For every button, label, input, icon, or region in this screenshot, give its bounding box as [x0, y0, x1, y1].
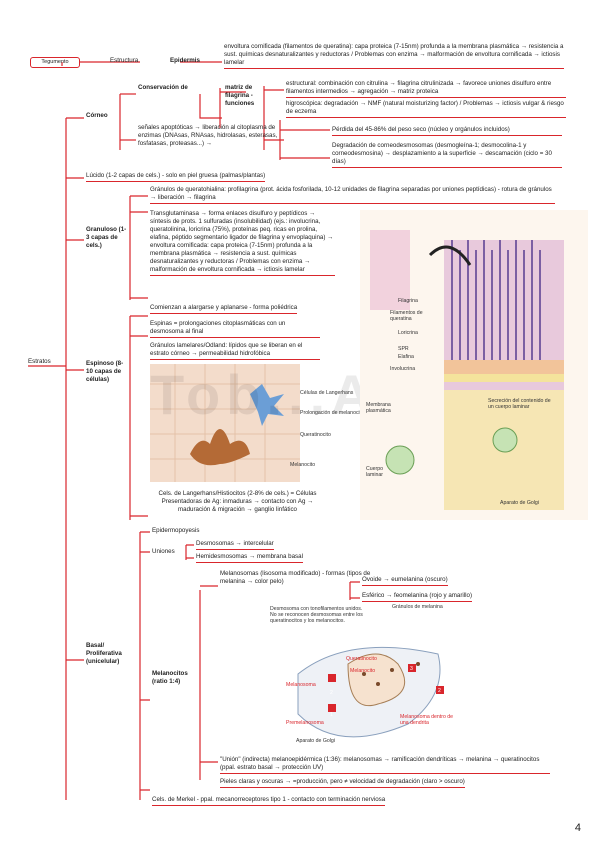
fig-top-label-8: Cuerpo laminar [366, 466, 384, 478]
perdida-text: Pérdida del 45-86% del peso seco (núcleo… [332, 126, 562, 136]
fig-bot-label-5: Melanosoma [286, 682, 316, 688]
melanosomas-text: Melanosomas (lisosoma modificado) - form… [220, 570, 371, 585]
basal-label: Basal/ Proliferativa (unicelular) [86, 642, 122, 665]
fig-top-label-5: Elafina [398, 354, 414, 360]
fig-bot-label-4: Melanocito [350, 668, 376, 674]
melanocitos-label: Melanocitos (ratio 1:4) [152, 670, 188, 685]
fig-mid-label-4: Melanocito [290, 462, 316, 468]
fig-bot-label-7: Aparato de Golgi [296, 738, 335, 744]
fig-bot-label-8: Melanosoma dentro de una dendrita [400, 714, 454, 726]
transglut-text: Transglutaminasa → forma enlaces disulfu… [150, 210, 335, 276]
fig-bot-label-3: Queratinocito [346, 656, 377, 662]
fig-bot-number-3: 3 [410, 666, 413, 672]
envoltura-text: envoltura cornificada (filamentos de que… [224, 43, 564, 69]
matriz-label: matriz de filagrina - funciones [225, 84, 255, 107]
espinoso-label: Espinoso (8-10 capas de células) [86, 360, 124, 383]
conservacion-label: Conservación de [138, 84, 188, 91]
estructura-label: Estructura [110, 57, 139, 64]
root-node: Tegumento [30, 57, 80, 68]
higroscopica-text: higroscópica: degradación → NMF (natural… [286, 100, 566, 118]
esferico-text: Esférico → feomelanina (rojo y amarillo) [362, 592, 473, 602]
ovoide-text: Ovoide → eumelanina (oscuro) [362, 576, 448, 586]
fig-bot-label-1: Desmosoma con tonofilamentos unidos. No … [270, 606, 363, 624]
fig-bot-label-6: Premelanosoma [286, 720, 324, 726]
fig-top-label-4: SPR [398, 346, 409, 352]
langerhans-text: Cels. de Langerhans/Histiocitos (2-8% de… [158, 490, 317, 513]
fig-top-label-6: Involucrina [390, 366, 416, 372]
pieles-text: Pieles claras y oscuras → =producción, p… [220, 778, 465, 788]
fig-top-label-9: Secreción del contenido de un cuerpo lam… [488, 398, 551, 410]
union-text: "Unión" (indirecta) melanoepidérmica (1:… [220, 756, 550, 774]
fig-mid-label-3: Queratinocito [300, 432, 331, 438]
fig-bot-number-1: 1 [330, 712, 333, 718]
fig-bot-label-2: Gránulos de melanina [392, 604, 443, 610]
uniones-label: Uniones [152, 548, 175, 555]
hemidesmosomas-text: Hemidesmosomas → membrana basal [196, 553, 303, 563]
estructural-text: estructural: combinación con citrulina →… [286, 80, 566, 98]
epidermopoyesis-text: Epidermopoyesis [152, 527, 200, 534]
estratos-label: Estratos [28, 358, 51, 365]
senales-text: señales apoptóticas → liberación al cito… [138, 124, 278, 147]
degradacion-text: Degradación de corneodesmosomas (desmogl… [332, 142, 562, 168]
fig-mid-label-1: Células de Langerhans [300, 390, 354, 396]
granuloso-label: Granuloso (1-3 capas de cels.) [86, 226, 127, 249]
epidermis-label: Epidermis [170, 57, 200, 64]
lucido-text: Lúcido (1-2 capas de cels.) - solo en pi… [86, 172, 266, 182]
fig-bot-number-4: 2 [438, 688, 441, 694]
fig-top-label-10: Aparato de Golgi [500, 500, 539, 506]
fig-bot-number-2: 2 [330, 690, 333, 696]
desmosomas-text: Desmosomas → intercelular [196, 540, 274, 550]
epidermis-illustration [150, 364, 300, 482]
granulos-text: Gránulos de queratohialina: profilagrina… [150, 186, 555, 204]
cornified-envelope-illustration [360, 210, 588, 520]
page-number: 4 [574, 822, 581, 834]
merkel-text: Cels. de Merkel - ppal. mecanorreceptore… [152, 796, 386, 806]
fig-top-label-3: Loricrina [398, 330, 418, 336]
granulos-lamelares-text: Gránulos lamelares/Odland: lípidos que s… [150, 342, 320, 360]
corneo-label: Córneo [86, 112, 108, 119]
fig-mid-label-2: Prolongación de melanocito [300, 410, 365, 416]
fig-top-label-2: Filamentos de queratina [390, 310, 423, 322]
melanocyte-illustration [268, 604, 458, 752]
espinas-text: Espinas = prolongaciones citoplasmáticas… [150, 320, 320, 338]
fig-top-label-1: Filagrina [398, 298, 418, 304]
alargarse-text: Comienzan a alargarse y aplanarse - form… [150, 304, 298, 314]
fig-top-label-7: Membrana plasmática [366, 402, 391, 414]
